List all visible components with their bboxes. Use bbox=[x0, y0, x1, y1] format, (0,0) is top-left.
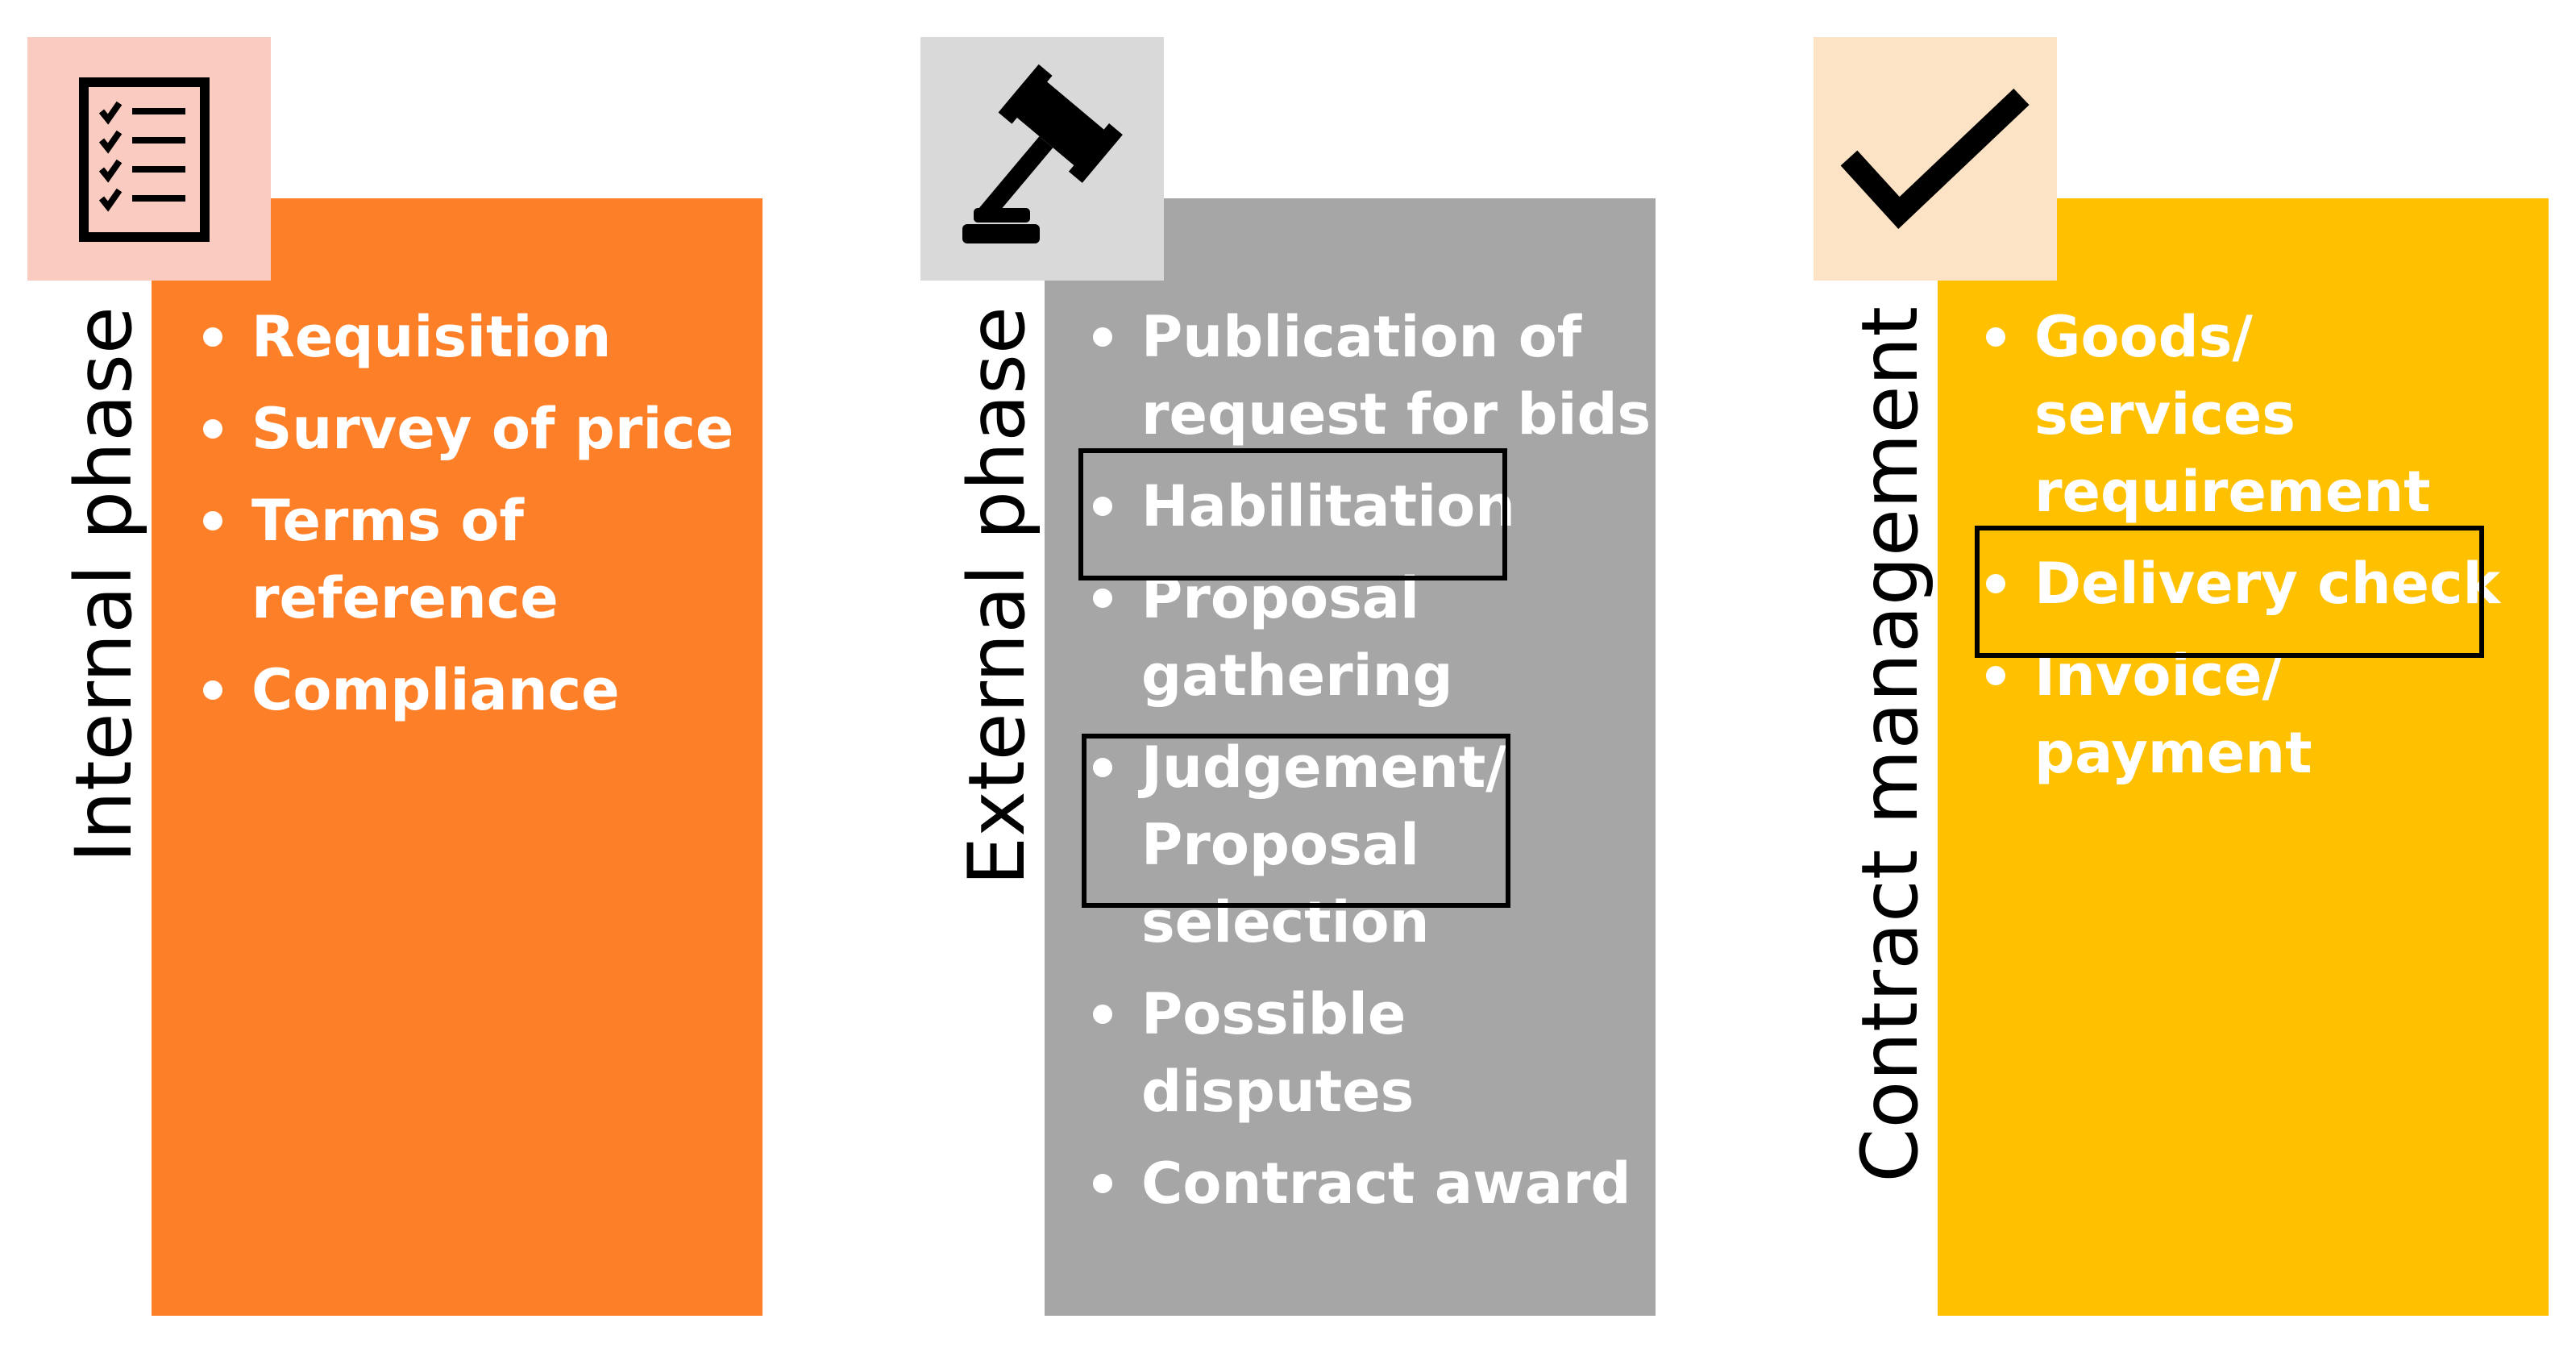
internal-phase-panel bbox=[152, 198, 762, 1316]
internal-phase-icon-box bbox=[27, 37, 271, 281]
external-phase-column: External phase Publication of request fo… bbox=[920, 0, 1656, 1348]
contract-management-panel bbox=[1938, 198, 2549, 1316]
list-item: Invoice/ payment bbox=[1980, 637, 2576, 792]
external-phase-panel bbox=[1045, 198, 1656, 1316]
external-phase-items: Publication of request for bids Habilita… bbox=[1086, 298, 1683, 1237]
list-item: Publication of request for bids bbox=[1086, 298, 1683, 453]
contract-management-label: Contract management bbox=[1845, 306, 1935, 1183]
list-item: Contract award bbox=[1086, 1145, 1683, 1222]
internal-phase-items: Requisition Survey of price Terms of ref… bbox=[197, 298, 793, 743]
contract-management-icon-box bbox=[1814, 37, 2057, 281]
external-phase-icon-box bbox=[920, 37, 1164, 281]
judgement-highlight-box bbox=[1082, 734, 1510, 908]
contract-management-items: Goods/ services requirement Delivery che… bbox=[1980, 298, 2576, 806]
contract-management-column: Contract management Goods/ services requ… bbox=[1814, 0, 2549, 1348]
list-item: Requisition bbox=[197, 298, 793, 376]
checklist-icon bbox=[79, 77, 210, 242]
checkmark-icon bbox=[1840, 88, 2030, 229]
internal-phase-label: Internal phase bbox=[59, 306, 149, 863]
list-item: Terms of reference bbox=[197, 482, 793, 637]
list-item: Proposal gathering bbox=[1086, 560, 1683, 714]
list-item: Possible disputes bbox=[1086, 976, 1683, 1130]
habilitation-highlight-box bbox=[1078, 448, 1507, 580]
list-item: Compliance bbox=[197, 651, 793, 729]
gavel-icon bbox=[962, 64, 1123, 243]
list-item: Delivery check bbox=[1980, 545, 2576, 622]
external-phase-label: External phase bbox=[952, 306, 1042, 886]
internal-phase-column: Internal phase Requisition Survey of pri… bbox=[27, 0, 762, 1348]
list-item: Habilitation bbox=[1086, 468, 1683, 545]
list-item: Goods/ services requirement bbox=[1980, 298, 2576, 530]
list-item: Survey of price bbox=[197, 390, 793, 468]
list-item: Judgement/ Proposal selection bbox=[1086, 729, 1683, 961]
delivery-check-highlight-box bbox=[1975, 526, 2484, 658]
